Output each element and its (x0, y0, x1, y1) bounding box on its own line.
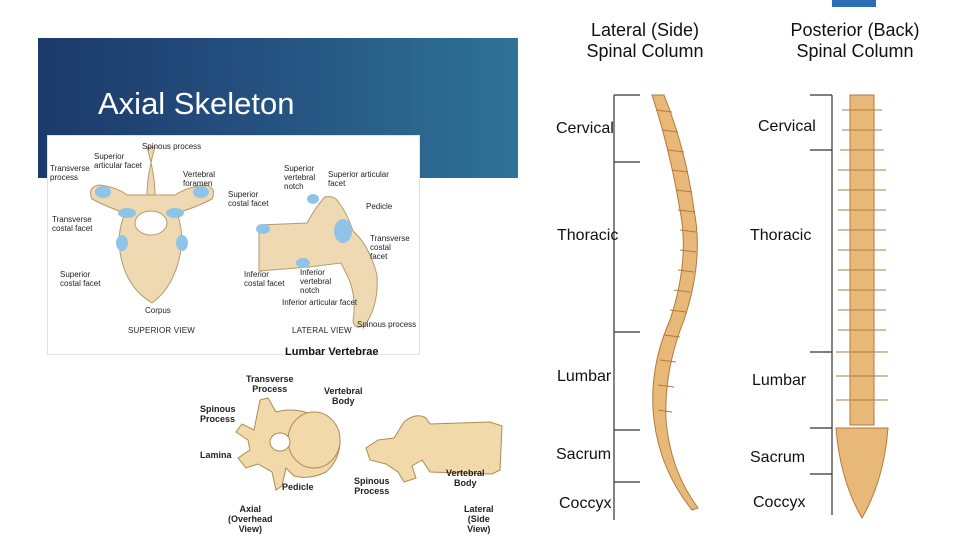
lateral-view-vertebra (256, 194, 378, 328)
posterior-region-lumbar: Lumbar (752, 372, 807, 389)
lateral-vertebra-lines (655, 109, 697, 413)
posterior-region-coccyx: Coccyx (753, 494, 806, 511)
lateral-region-lumbar: Lumbar (557, 368, 612, 385)
posterior-region-sacrum: Sacrum (750, 449, 806, 466)
slide-title: Axial Skeleton (98, 86, 295, 121)
lumbar-axial-view (235, 397, 341, 491)
lumbar-label-spinous-process-side: Spinous Process (354, 476, 390, 496)
lumbar-label-pedicle: Pedicle (282, 482, 314, 492)
label-superior-articular-facet: Superior articular facet (94, 152, 143, 170)
label-superior-vertebral-notch: Superior vertebral notch (284, 164, 316, 191)
spine-drawings (613, 94, 889, 520)
label-transverse-costal-facet-lateral: Transverse costal facet (370, 234, 410, 261)
lateral-region-brackets (613, 94, 640, 520)
label-superior-costal-facet: Superior costal facet (60, 270, 101, 288)
posterior-region-brackets (810, 94, 833, 515)
lumbar-caption: Lumbar Vertebrae (285, 346, 379, 358)
label-inferior-costal-facet: Inferior costal facet (244, 270, 285, 288)
label-superior-costal-facet-lateral: Superior costal facet (228, 190, 269, 208)
lateral-region-thoracic: Thoracic (557, 227, 619, 244)
posterior-spine-heading: Posterior (Back) Spinal Column (790, 20, 920, 61)
lumbar-lateral-caption: Lateral (Side View) (464, 504, 494, 534)
lumbar-label-spinous-process: Spinous Process (200, 404, 236, 424)
posterior-region-thoracic: Thoracic (750, 227, 812, 244)
label-inferior-articular-facet: Inferior articular facet (282, 298, 358, 307)
posterior-region-cervical: Cervical (758, 118, 816, 135)
posterior-spine-column (835, 94, 889, 519)
posterior-vertebra-lines (836, 109, 888, 401)
label-spinous-process: Spinous process (142, 142, 202, 151)
lateral-spine-heading: Lateral (Side) Spinal Column (586, 20, 704, 61)
label-transverse-process: Transverse process (50, 164, 90, 182)
lateral-view-caption: LATERAL VIEW (292, 326, 352, 335)
lumbar-label-transverse-process: Transverse Process (246, 374, 294, 394)
lateral-spine-column (651, 94, 699, 511)
lateral-region-sacrum: Sacrum (556, 446, 612, 463)
label-vertebral-foramen: Vertebral foramen (183, 170, 216, 188)
lateral-region-coccyx: Coccyx (559, 495, 612, 512)
lumbar-label-vertebral-body-side: Vertebral Body (446, 468, 485, 488)
lumbar-label-vertebral-body: Vertebral Body (324, 386, 363, 406)
label-inferior-vertebral-notch: Inferior vertebral notch (300, 268, 332, 295)
label-pedicle: Pedicle (366, 202, 393, 211)
label-superior-articular-facet-lateral: Superior articular facet (328, 170, 389, 188)
superior-view-caption: SUPERIOR VIEW (128, 326, 196, 335)
lumbar-label-lamina: Lamina (200, 450, 232, 460)
label-transverse-costal-facet: Transverse costal facet (52, 215, 93, 233)
lateral-region-cervical: Cervical (556, 120, 614, 137)
lumbar-lateral-view (365, 415, 503, 483)
superior-view-vertebra (90, 146, 214, 304)
lumbar-vertebrae-drawing (235, 397, 503, 491)
label-corpus: Corpus (145, 306, 171, 315)
thoracic-vertebra-drawing (90, 146, 378, 328)
label-spinous-process-lateral: Spinous process (357, 320, 417, 329)
lumbar-axial-caption: Axial (Overhead View) (228, 504, 273, 534)
accent-tab (832, 0, 876, 7)
